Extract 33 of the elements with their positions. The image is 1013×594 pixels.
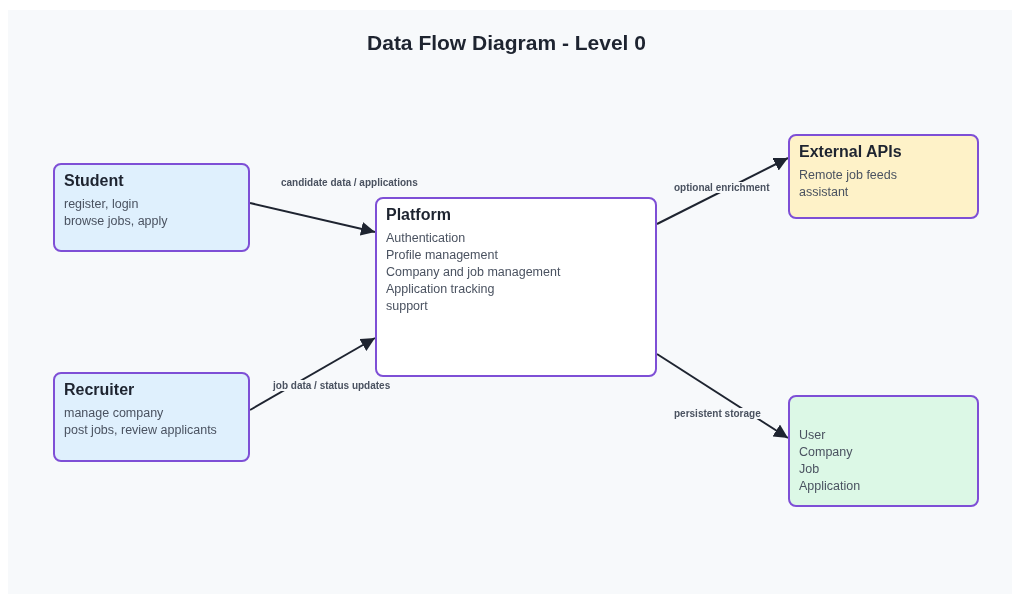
arrow <box>656 353 789 439</box>
node-text: Company <box>799 444 853 461</box>
arrow <box>249 337 376 411</box>
edge-label: candidate data / applications <box>279 177 420 188</box>
process-box <box>375 197 657 377</box>
node-text: Profile management <box>386 247 498 264</box>
node-title: External APIs <box>799 143 902 161</box>
node-text: Application tracking <box>386 281 495 298</box>
node-text: Job <box>799 461 820 478</box>
edge-label: persistent storage <box>672 408 763 419</box>
node-text: register, login <box>64 196 139 213</box>
node-text: post jobs, review applicants <box>64 422 217 439</box>
node-text: assistant <box>799 184 849 201</box>
node-text: Authentication <box>386 230 466 247</box>
arrow <box>656 157 789 225</box>
node-text: Application <box>799 478 861 495</box>
node-text: User <box>799 427 826 444</box>
data-store-box <box>788 395 979 507</box>
node-text: manage company <box>64 405 164 422</box>
node-title: Recruiter <box>64 381 135 399</box>
actor-box <box>53 372 250 462</box>
external-system-box <box>788 134 979 219</box>
edge-label: job data / status updates <box>271 380 393 391</box>
node-title: Platform <box>386 206 451 224</box>
edge-label: optional enrichment <box>672 182 772 193</box>
node-text: Company and job management <box>386 264 561 281</box>
node-title: Student <box>64 172 124 190</box>
arrow <box>249 202 376 236</box>
diagram-title: Data Flow Diagram - Level 0 <box>366 31 647 55</box>
actor-box <box>53 163 250 252</box>
node-text: Remote job feeds <box>799 167 897 184</box>
node-text: support <box>386 298 428 315</box>
node-text: browse jobs, apply <box>64 213 168 230</box>
